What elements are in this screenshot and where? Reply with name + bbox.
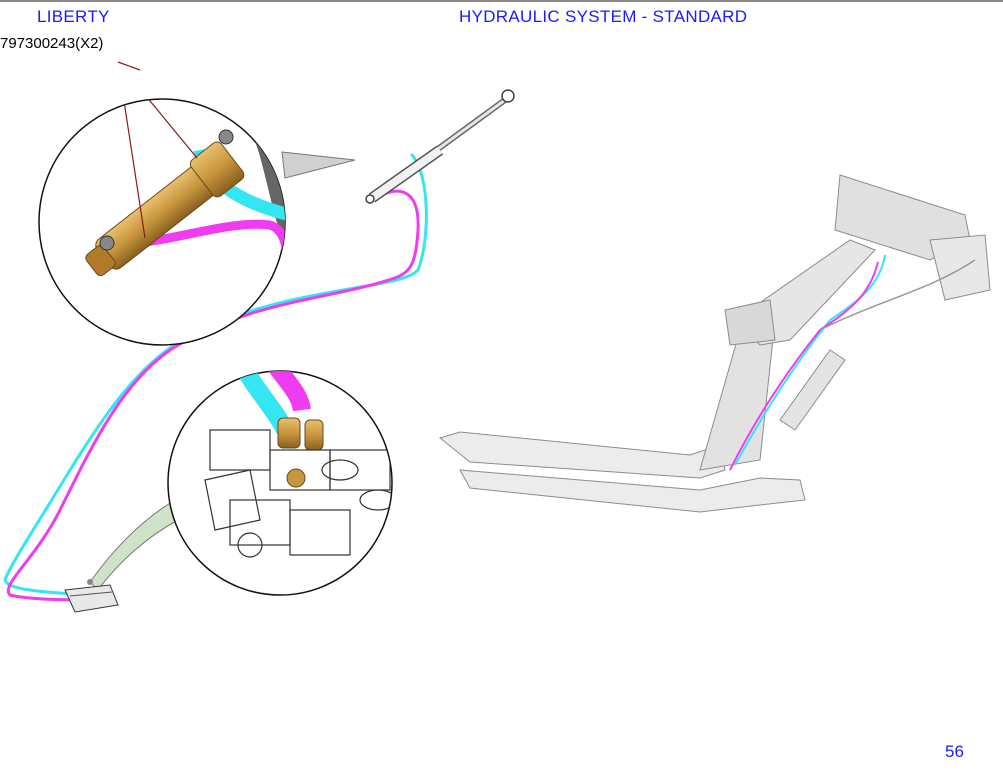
- cyan-hose-line: [3, 153, 428, 598]
- page-number: 56: [945, 742, 964, 761]
- valve-detail-magnifier: [89, 370, 393, 596]
- loader-frame-icon: [438, 174, 991, 513]
- brand-label: LIBERTY: [37, 7, 110, 26]
- magenta-hose-line: [6, 189, 420, 602]
- control-valve-icon: [64, 579, 119, 613]
- frame-hose-routing: [729, 254, 976, 471]
- hose-runs: [3, 153, 428, 602]
- page-title: HYDRAULIC SYSTEM - STANDARD: [459, 7, 748, 26]
- part-number-label: 797300243(X2): [0, 35, 104, 52]
- hydraulic-cylinder-icon: [365, 89, 515, 204]
- top-rule: [0, 0, 1003, 2]
- cylinder-detail-magnifier: [38, 61, 356, 346]
